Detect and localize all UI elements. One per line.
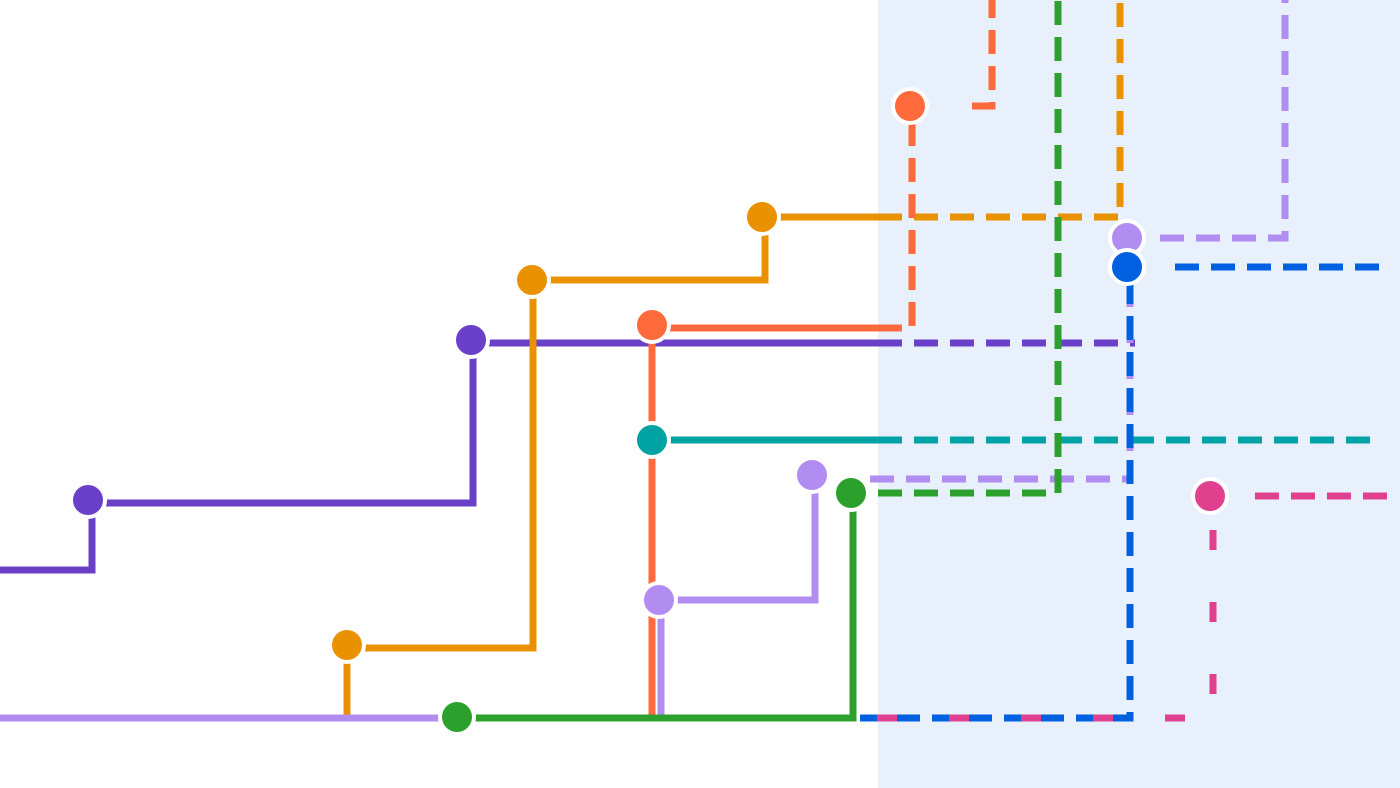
commit-node-orange: [743, 198, 781, 236]
commit-node-lavender: [640, 581, 678, 619]
branch-line-lavender: [657, 475, 819, 715]
branch-line-orange-dashed: [878, 0, 1124, 221]
commit-node-blue: [1108, 248, 1146, 286]
commit-node-orange: [328, 626, 366, 664]
commit-node-purple: [69, 481, 107, 519]
commit-node-lavender: [793, 456, 831, 494]
branch-line-purple: [0, 503, 96, 574]
branch-line-green: [457, 493, 857, 722]
commit-node-teal: [633, 421, 671, 459]
highlight-region: [878, 0, 1400, 788]
commit-node-red-orange: [633, 306, 671, 344]
branch-line-red-dashed: [878, 106, 916, 332]
branch-line-green-dashed: [878, 0, 1062, 497]
commit-node-green: [438, 698, 476, 736]
branch-line-purple: [88, 339, 878, 507]
commit-node-green: [832, 474, 870, 512]
branch-line-red-dashed-top: [972, 0, 996, 110]
branch-line-lavender-dashed-top: [1160, 0, 1289, 242]
commit-node-orange: [513, 261, 551, 299]
commit-node-red-orange: [891, 87, 929, 125]
commit-node-purple: [452, 321, 490, 359]
commit-node-pink: [1191, 477, 1229, 515]
